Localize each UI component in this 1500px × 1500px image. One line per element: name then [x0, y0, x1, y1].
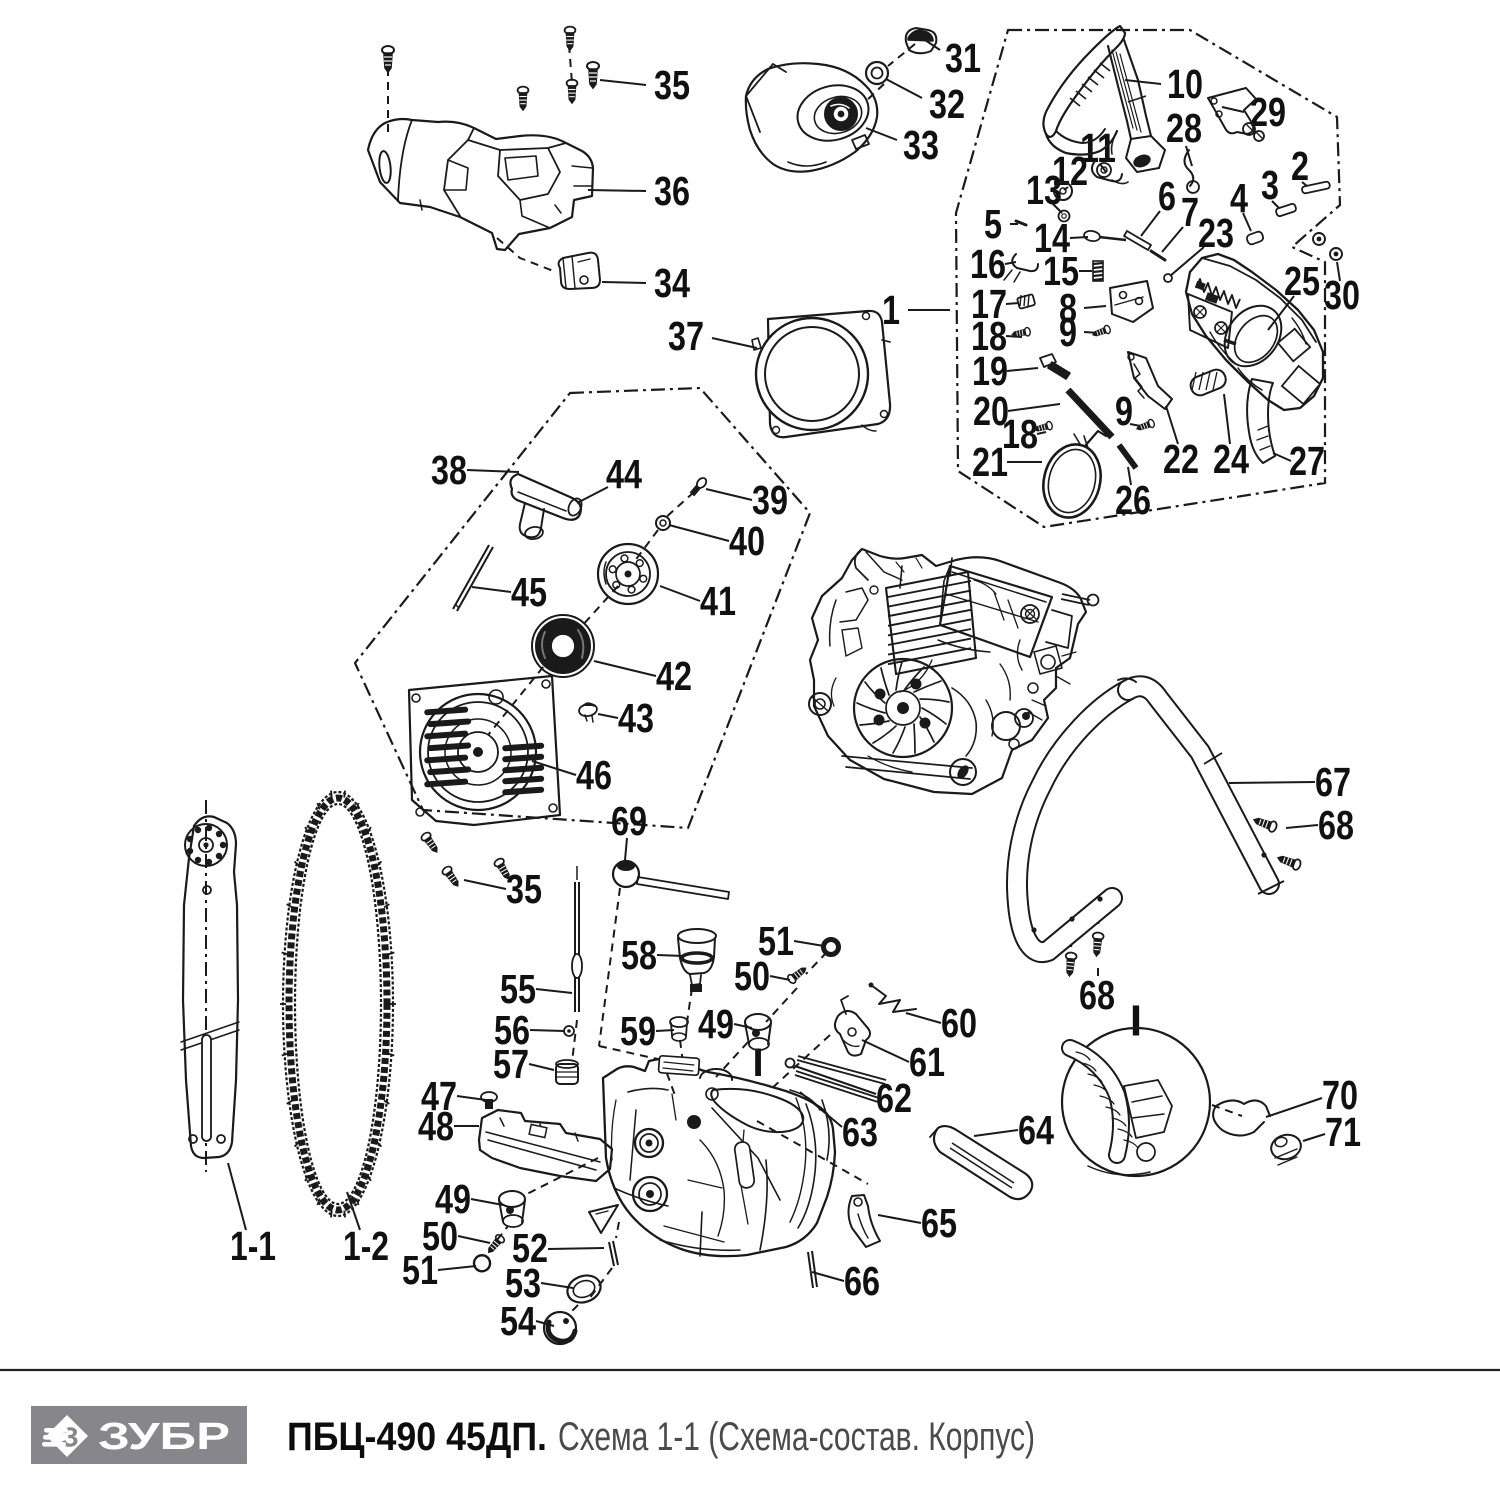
svg-text:63: 63	[842, 1109, 878, 1155]
svg-text:8: 8	[1059, 285, 1077, 331]
svg-text:44: 44	[606, 451, 642, 497]
svg-text:I: I	[1130, 997, 1142, 1046]
svg-text:9: 9	[1059, 309, 1077, 355]
svg-text:51: 51	[402, 1247, 438, 1293]
svg-text:10: 10	[1167, 61, 1203, 107]
svg-text:65: 65	[921, 1200, 957, 1246]
svg-text:33: 33	[903, 122, 939, 168]
svg-text:23: 23	[1198, 210, 1234, 256]
svg-text:26: 26	[1115, 477, 1151, 523]
svg-text:47: 47	[421, 1073, 457, 1119]
svg-text:13: 13	[1026, 167, 1062, 213]
svg-text:17: 17	[971, 281, 1007, 327]
svg-text:2: 2	[1291, 143, 1309, 189]
svg-text:ЗУБР: ЗУБР	[98, 1416, 230, 1458]
svg-text:18: 18	[971, 313, 1007, 359]
svg-text:30: 30	[1324, 272, 1360, 318]
svg-text:69: 69	[611, 798, 647, 844]
svg-text:ПБЦ-490 45ДП.: ПБЦ-490 45ДП.	[287, 1415, 547, 1459]
svg-text:7: 7	[1181, 189, 1199, 235]
svg-text:54: 54	[500, 1298, 536, 1344]
svg-text:29: 29	[1250, 89, 1286, 135]
svg-text:36: 36	[654, 168, 690, 214]
svg-text:71: 71	[1325, 1109, 1361, 1155]
svg-text:35: 35	[506, 866, 542, 912]
svg-text:4: 4	[1230, 175, 1248, 221]
svg-text:39: 39	[752, 477, 788, 523]
svg-text:46: 46	[576, 752, 612, 798]
svg-text:27: 27	[1289, 438, 1325, 484]
svg-text:11: 11	[1080, 125, 1116, 171]
svg-text:22: 22	[1163, 436, 1199, 482]
svg-text:52: 52	[512, 1225, 548, 1271]
svg-text:68: 68	[1318, 802, 1354, 848]
svg-text:3: 3	[1261, 162, 1279, 208]
svg-text:50: 50	[734, 953, 770, 999]
svg-text:I: I	[752, 1041, 763, 1085]
svg-text:40: 40	[729, 518, 765, 564]
svg-text:1: 1	[882, 287, 900, 333]
svg-text:6: 6	[1158, 173, 1176, 219]
svg-text:20: 20	[973, 388, 1009, 434]
svg-text:18: 18	[1002, 411, 1038, 457]
svg-text:41: 41	[700, 578, 736, 624]
svg-text:43: 43	[618, 695, 654, 741]
svg-text:70: 70	[1322, 1072, 1358, 1118]
svg-text:1-2: 1-2	[343, 1223, 389, 1269]
svg-text:55: 55	[500, 966, 536, 1012]
svg-text:9: 9	[1115, 388, 1133, 434]
svg-text:37: 37	[668, 313, 704, 359]
svg-text:64: 64	[1018, 1107, 1054, 1153]
svg-text:45: 45	[511, 569, 547, 615]
svg-text:24: 24	[1213, 436, 1249, 482]
svg-text:59: 59	[620, 1008, 656, 1054]
svg-text:25: 25	[1284, 258, 1320, 304]
svg-text:16: 16	[970, 241, 1006, 287]
svg-text:19: 19	[972, 348, 1008, 394]
svg-text:31: 31	[945, 35, 981, 81]
svg-text:60: 60	[941, 1000, 977, 1046]
svg-text:14: 14	[1034, 215, 1070, 261]
svg-text:48: 48	[418, 1103, 454, 1149]
svg-text:38: 38	[431, 447, 467, 493]
svg-text:58: 58	[621, 932, 657, 978]
svg-text:50: 50	[422, 1213, 458, 1259]
svg-text:Схема 1-1 (Схема-состав. Корпу: Схема 1-1 (Схема-состав. Корпус)	[558, 1415, 1035, 1459]
svg-text:67: 67	[1315, 759, 1351, 805]
svg-text:21: 21	[972, 439, 1008, 485]
svg-text:32: 32	[929, 81, 965, 127]
svg-text:5: 5	[984, 201, 1002, 247]
svg-text:61: 61	[909, 1039, 945, 1085]
svg-text:42: 42	[656, 653, 692, 699]
svg-text:56: 56	[494, 1007, 530, 1053]
svg-text:49: 49	[698, 1001, 734, 1047]
svg-text:35: 35	[654, 62, 690, 108]
svg-text:57: 57	[493, 1041, 529, 1087]
svg-text:34: 34	[654, 260, 690, 306]
svg-text:68: 68	[1079, 972, 1115, 1018]
svg-text:28: 28	[1166, 105, 1202, 151]
svg-text:49: 49	[435, 1176, 471, 1222]
svg-text:1-1: 1-1	[230, 1223, 276, 1269]
svg-text:51: 51	[758, 918, 794, 964]
svg-text:53: 53	[505, 1260, 541, 1306]
svg-text:66: 66	[844, 1258, 880, 1304]
svg-text:15: 15	[1043, 248, 1079, 294]
